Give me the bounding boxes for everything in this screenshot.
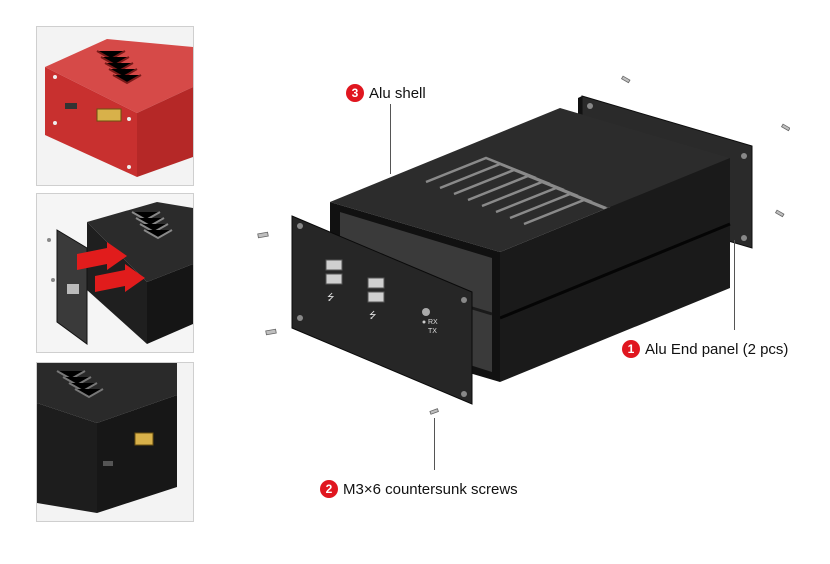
tx-label: TX — [428, 328, 437, 335]
callout-label: Alu End panel (2 pcs) — [645, 340, 789, 358]
thumbnail-black-enclosure — [36, 362, 194, 522]
screw-icon — [257, 75, 791, 415]
callout-label: M3×6 countersunk screws — [343, 480, 518, 498]
svg-text:⭍: ⭍ — [369, 310, 377, 321]
leader-line-end-panel — [734, 240, 735, 330]
svg-text:⭍: ⭍ — [327, 292, 335, 303]
thumbnail-panel-slide-in — [36, 193, 194, 353]
leader-line-shell — [390, 104, 391, 174]
callout-alu-end-panel: 1 Alu End panel (2 pcs) — [622, 340, 788, 358]
callout-number-badge: 1 — [622, 340, 640, 358]
rx-label: RX — [428, 319, 438, 326]
callout-number-badge: 3 — [346, 84, 364, 102]
callout-label: Alu shell — [369, 84, 426, 102]
exploded-enclosure-illustration: ⭍ ⭍ RX TX — [230, 60, 791, 445]
callout-number-badge: 2 — [320, 480, 338, 498]
thumbnail-red-enclosure — [36, 26, 194, 186]
leader-line-screws — [434, 418, 435, 470]
shell-top — [330, 108, 730, 252]
callout-alu-shell: 3 Alu shell — [346, 84, 426, 102]
callout-countersunk-screws: 2 M3×6 countersunk screws — [320, 480, 518, 498]
